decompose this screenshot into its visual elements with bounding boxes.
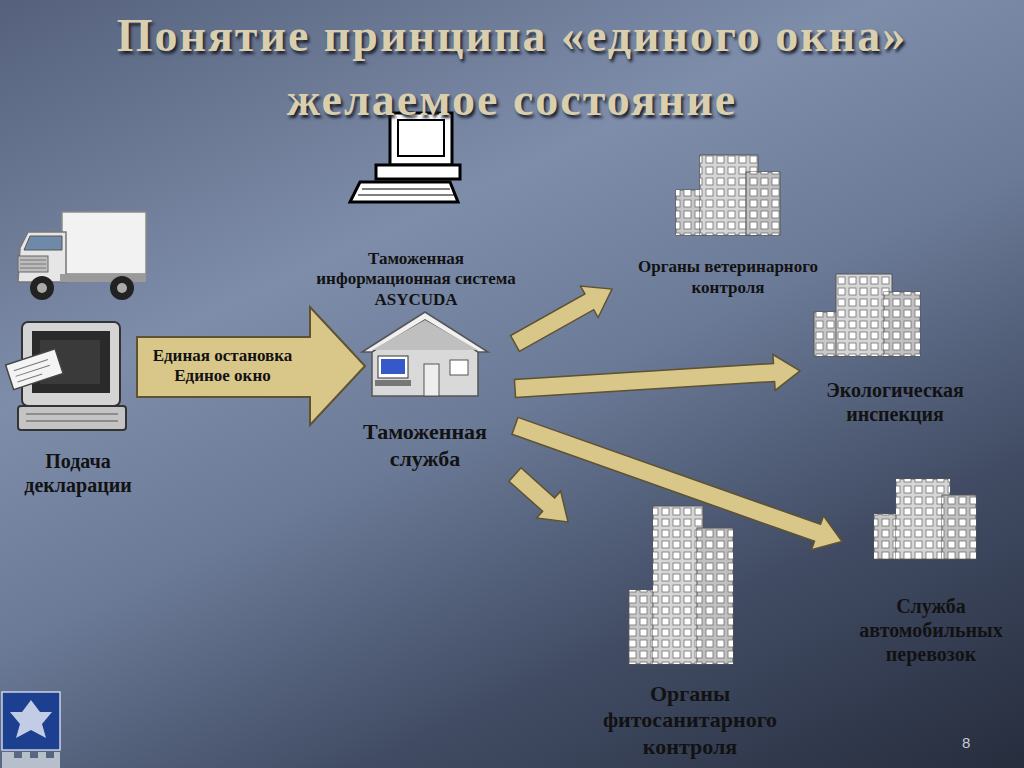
node-label: Экологическая инспекция [800,378,990,426]
asycuda-computer-icon [350,113,460,202]
phyto-node: Органы фитосанитарного контроля [568,500,812,762]
node-label: Таможенная служба [335,419,515,472]
transport-building-icon [874,479,976,559]
node-label: Подача декларации [2,449,154,497]
node-label: Единая остановка Единое окно [135,346,310,387]
ecology-building-icon [814,274,920,356]
node-label: Служба автомобильных перевозок [842,594,1020,666]
customs-emblem [2,692,60,768]
node-label: Органы фитосанитарного контроля [568,681,812,760]
declaration-node: Подача декларации [2,205,154,501]
block-arrow-connector [511,286,612,351]
node-label: Органы ветеринарного контроля [612,257,844,298]
truck-icon [18,212,146,300]
slide-title: Понятие принципа «единого окна» желаемое… [60,4,964,132]
phyto-building-icon [629,506,733,664]
page-number: 8 [962,734,970,751]
transport-node: Служба автомобильных перевозок [842,476,1020,670]
veterinary-node: Органы ветеринарного контроля [612,148,844,300]
veterinary-building-icon [676,155,780,235]
block-arrow-connector [509,468,568,522]
customs-house-icon [362,312,488,396]
block-arrow-connector [514,354,800,397]
customs-node: Таможенная служба [335,312,515,476]
ecology-node: Экологическая инспекция [800,300,990,430]
block-arrow-connector [512,417,842,549]
single-window-arrow: Единая остановка Единое окно [135,305,367,427]
asycuda-node: Таможенная информационная система ASYCUD… [305,108,527,310]
node-label: Таможенная информационная система ASYCUD… [305,249,527,310]
declaration-computer-icon [6,322,126,430]
